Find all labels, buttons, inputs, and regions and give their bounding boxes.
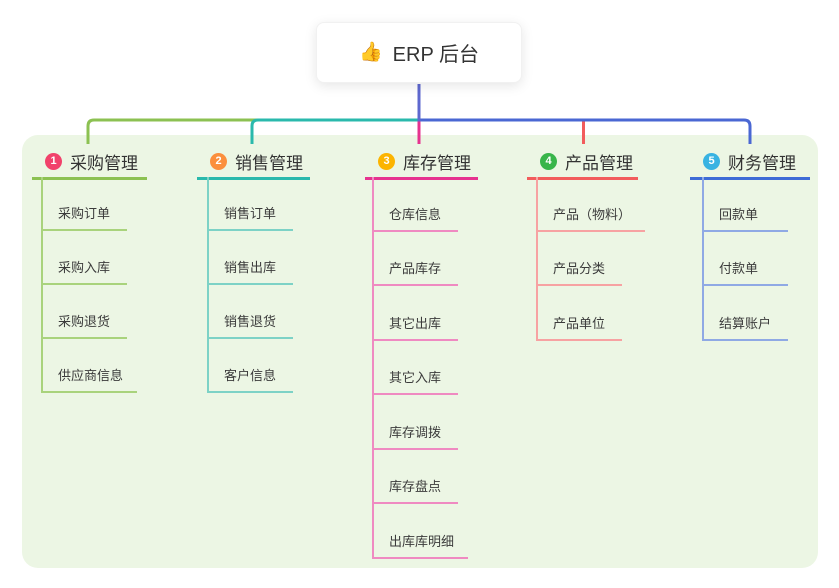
child-label: 客户信息	[224, 368, 277, 383]
child-label: 采购退货	[58, 314, 111, 329]
child-label: 其它出库	[389, 315, 442, 331]
child-label: 供应商信息	[58, 368, 124, 383]
child-label: 产品单位	[553, 315, 606, 331]
branch-badge: 3	[378, 152, 395, 170]
child-label: 产品分类	[553, 261, 606, 276]
child-label: 付款单	[719, 261, 759, 276]
branch-title-finance[interactable]: 5 财务管理	[690, 145, 810, 180]
branch-badge: 4	[540, 152, 557, 170]
branch-label: 采购管理	[70, 153, 138, 173]
child-node[interactable]: 供应商信息	[43, 339, 138, 393]
child-label: 库存盘点	[389, 479, 442, 494]
branch-label: 财务管理	[728, 153, 796, 173]
child-node[interactable]: 采购订单	[43, 177, 127, 231]
branch-children-inventory: 仓库信息 产品库存 其它出库 其它入库 库存调拨 库存盘点 出库库明细	[372, 177, 469, 559]
branch-badge: 2	[210, 152, 227, 170]
child-node[interactable]: 销售订单	[209, 177, 293, 231]
child-node[interactable]: 回款单	[704, 177, 788, 232]
child-label: 仓库信息	[389, 206, 442, 222]
child-label: 其它入库	[389, 370, 442, 385]
thumbs-up-icon: 👍	[359, 42, 383, 63]
branch-title-product[interactable]: 4 产品管理	[527, 145, 638, 180]
child-label: 销售出库	[224, 260, 277, 275]
branch-label: 产品管理	[565, 153, 633, 173]
child-node[interactable]: 销售出库	[209, 231, 293, 285]
child-node[interactable]: 结算账户	[704, 286, 788, 341]
child-node[interactable]: 产品库存	[374, 232, 458, 286]
child-node[interactable]: 出库库明细	[374, 504, 469, 559]
branch-children-finance: 回款单 付款单 结算账户	[702, 177, 788, 341]
child-node[interactable]: 采购退货	[43, 285, 127, 339]
branch-badge: 5	[703, 152, 720, 170]
child-label: 回款单	[719, 206, 759, 222]
child-node[interactable]: 客户信息	[209, 339, 293, 393]
branch-label: 销售管理	[235, 153, 303, 173]
branch-children-purchase: 采购订单 采购入库 采购退货 供应商信息	[41, 177, 138, 393]
branch-children-product: 产品（物料） 产品分类 产品单位	[536, 177, 646, 341]
child-label: 产品（物料）	[553, 206, 632, 222]
child-node[interactable]: 其它入库	[374, 341, 458, 395]
child-node[interactable]: 库存调拨	[374, 395, 458, 450]
branch-title-purchase[interactable]: 1 采购管理	[32, 145, 147, 180]
child-label: 库存调拨	[389, 424, 442, 440]
child-node[interactable]: 采购入库	[43, 231, 127, 285]
child-node[interactable]: 产品分类	[538, 232, 622, 286]
branch-badge: 1	[45, 152, 62, 170]
child-label: 采购订单	[58, 206, 111, 221]
root-label: ERP 后台	[392, 44, 479, 66]
child-label: 销售退货	[224, 314, 277, 329]
child-node[interactable]: 仓库信息	[374, 177, 458, 232]
child-node[interactable]: 库存盘点	[374, 450, 458, 504]
child-node[interactable]: 销售退货	[209, 285, 293, 339]
child-label: 采购入库	[58, 260, 111, 275]
child-label: 产品库存	[389, 261, 442, 276]
branches-panel	[22, 135, 818, 568]
branch-children-sales: 销售订单 销售出库 销售退货 客户信息	[207, 177, 293, 393]
root-node[interactable]: 👍 ERP 后台	[316, 22, 522, 83]
child-node[interactable]: 产品单位	[538, 286, 622, 341]
child-node[interactable]: 产品（物料）	[538, 177, 646, 232]
child-label: 销售订单	[224, 206, 277, 221]
child-node[interactable]: 其它出库	[374, 286, 458, 341]
child-label: 结算账户	[719, 315, 772, 331]
branch-title-sales[interactable]: 2 销售管理	[197, 145, 310, 180]
child-label: 出库库明细	[389, 533, 455, 549]
branch-title-inventory[interactable]: 3 库存管理	[365, 145, 478, 180]
branch-label: 库存管理	[403, 153, 471, 173]
child-node[interactable]: 付款单	[704, 232, 788, 286]
